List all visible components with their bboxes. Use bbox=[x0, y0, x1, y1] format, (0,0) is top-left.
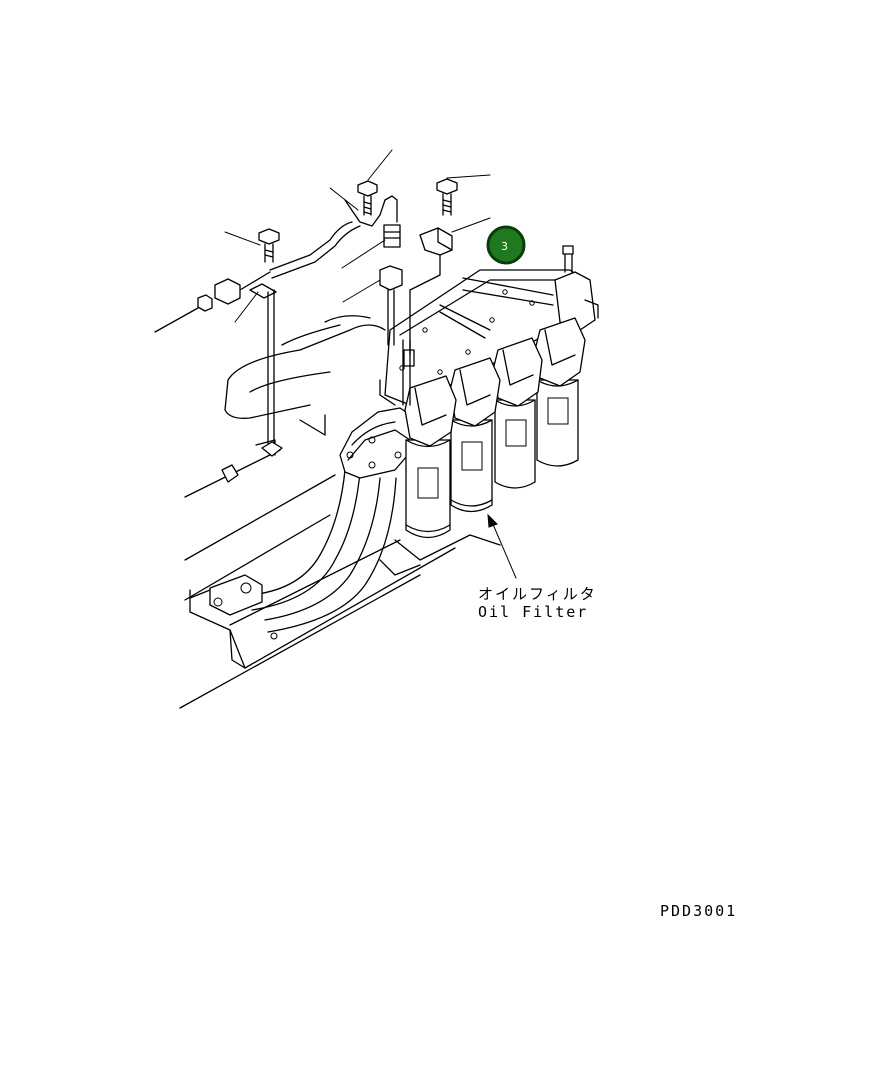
oil-filter-label-jp: オイルフィルタ bbox=[478, 585, 597, 603]
filter-canisters bbox=[404, 317, 586, 539]
drawing-code: PDD3001 bbox=[660, 902, 737, 920]
filter-canister-1 bbox=[404, 375, 457, 539]
bolt-3 bbox=[258, 228, 280, 263]
filter-canister-4 bbox=[534, 317, 586, 467]
sensor bbox=[379, 224, 403, 346]
bolt-2 bbox=[436, 178, 458, 216]
engine-block bbox=[179, 315, 501, 709]
filter-canister-2 bbox=[449, 357, 501, 513]
clamp bbox=[409, 227, 453, 356]
bolt-1 bbox=[357, 180, 378, 216]
callout-badge-number: 3 bbox=[501, 240, 508, 253]
harness-connector bbox=[154, 271, 283, 457]
filter-canister-3 bbox=[492, 337, 543, 489]
callout-badge[interactable]: 3 bbox=[486, 225, 526, 265]
leader-lines bbox=[224, 149, 517, 579]
exploded-parts bbox=[154, 178, 458, 457]
filter-head bbox=[339, 245, 599, 479]
oil-filter-label-en: Oil Filter bbox=[478, 603, 588, 621]
